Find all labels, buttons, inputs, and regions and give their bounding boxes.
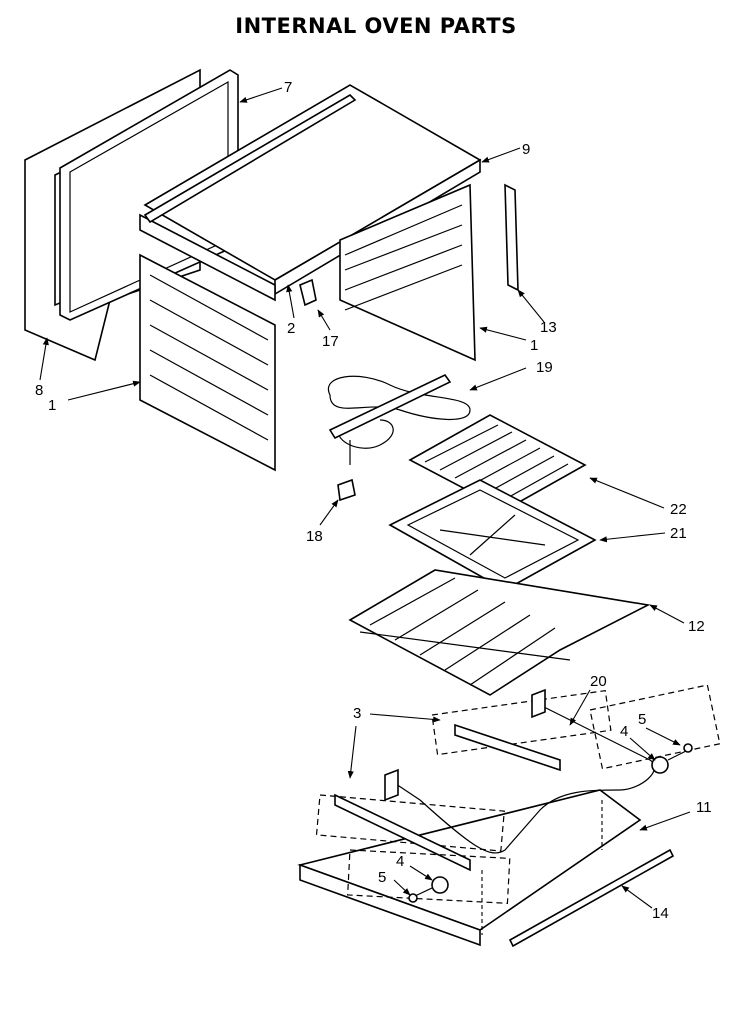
callout-1-left: 1 [48,397,56,414]
callout-2: 2 [287,320,295,337]
part-13-side-rail [504,183,519,292]
callout-17: 17 [322,333,339,350]
part-12-oven-rack [348,569,651,696]
part-3-rear-bracket [431,689,612,772]
cavity-right-wall [339,183,476,362]
leader-lines [39,87,691,909]
callout-13: 13 [540,319,557,336]
part-21-broiler-pan [388,479,597,591]
callout-9: 9 [522,141,530,158]
callout-21: 21 [670,525,687,542]
callout-18: 18 [306,528,323,545]
callout-19: 19 [536,359,553,376]
callout-3-upper: 3 [353,705,361,722]
callout-20: 20 [590,673,607,690]
callout-5-upper: 5 [638,711,646,728]
part-14-trim-strip [508,848,675,948]
callout-1-right: 1 [530,337,538,354]
callout-4-lower: 4 [396,853,404,870]
callout-5-lower: 5 [378,869,386,886]
callout-labels: 7 9 13 1 19 1 8 2 17 18 22 21 12 20 3 4 … [35,79,712,922]
callout-8: 8 [35,382,43,399]
part-17-bracket [299,278,317,307]
part-18-connector [337,478,356,502]
part-3-front-bracket [315,793,505,872]
callout-7: 7 [284,79,292,96]
part-1-left-side-panel [139,213,276,472]
callout-14: 14 [652,905,669,922]
page-title: INTERNAL OVEN PARTS [235,14,517,38]
part-20-bake-element [384,688,656,854]
callout-22: 22 [670,501,687,518]
part-2-trim [143,93,357,224]
callout-11: 11 [696,799,712,816]
part-4-5-hardware-rear [589,684,721,774]
part-4-5-hardware-front [347,800,603,935]
callout-4-upper: 4 [620,723,628,740]
callout-12: 12 [688,618,705,635]
part-19-element [327,373,471,465]
